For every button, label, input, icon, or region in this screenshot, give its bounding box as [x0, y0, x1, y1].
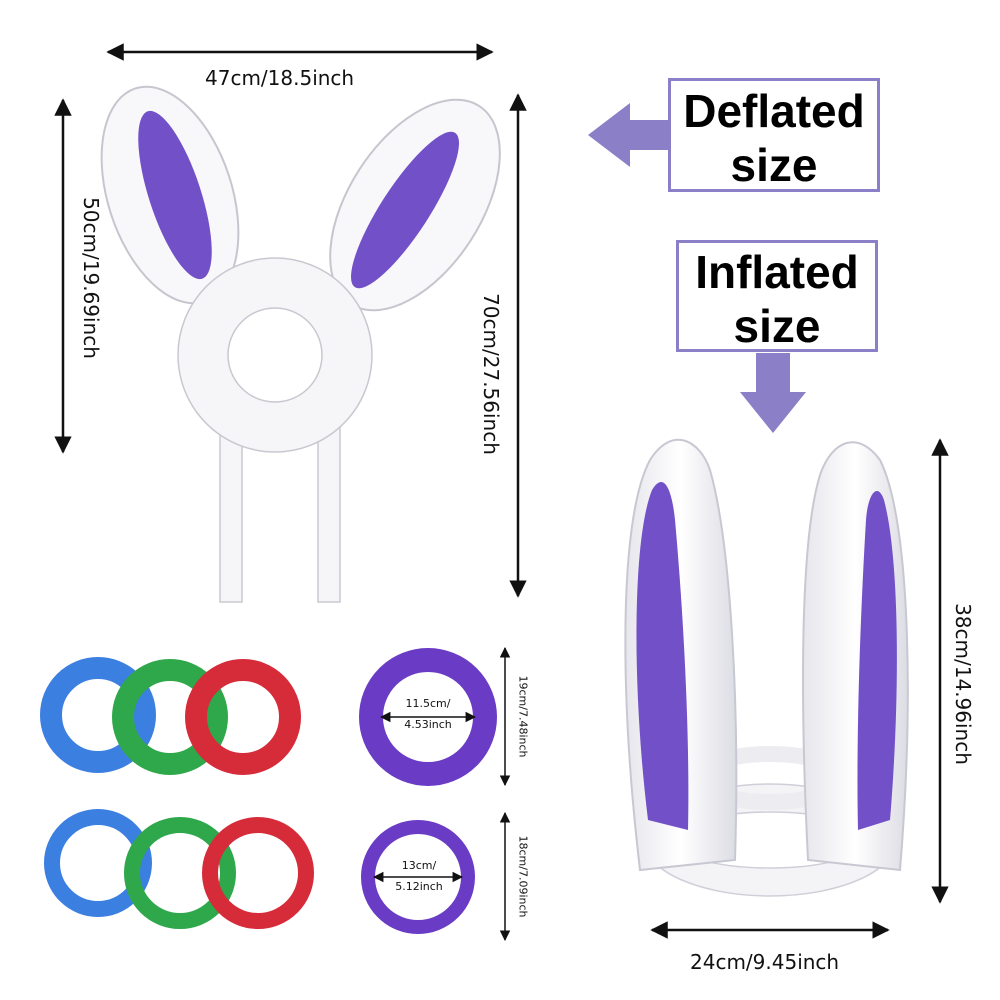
ring-purple-deflated	[359, 648, 497, 786]
inflated-rings	[44, 809, 475, 934]
deflated-ring	[178, 258, 372, 452]
deflated-ears-height-label: 50cm/19.69inch	[79, 197, 103, 359]
ring-deflated-inner-label: 11.5cm/ 4.53inch	[404, 697, 452, 731]
ring-inflated-inner-label: 13cm/ 5.12inch	[395, 859, 443, 893]
ribbon-right	[317, 419, 341, 603]
ribbon-left	[219, 419, 243, 603]
deflated-left-ear-inner	[138, 110, 212, 280]
inflated-width-label: 24cm/9.45inch	[690, 950, 840, 974]
inflated-size-box: Inflated size	[676, 240, 878, 352]
ring-red-deflated	[185, 659, 301, 775]
deflated-line2: size	[730, 139, 818, 191]
arrow-left-icon	[588, 103, 672, 167]
deflated-right-ear-inner	[351, 131, 459, 289]
ring-green-deflated	[112, 659, 228, 775]
inflated-bunny-ears	[624, 438, 909, 897]
inflated-left-ear-inner	[636, 481, 689, 830]
ring-red-inflated	[202, 817, 314, 929]
deflated-total-height-label: 70cm/27.56inch	[479, 293, 503, 455]
inflated-line1: Inflated	[695, 246, 859, 298]
deflated-size-box: Deflated size	[668, 78, 880, 192]
arrow-down-icon	[740, 353, 806, 433]
ring-deflated-outer-label: 19cm/7.48inch	[516, 675, 530, 758]
inflated-height-label: 38cm/14.96inch	[951, 603, 975, 765]
ring-inflated-outer-label: 18cm/7.09inch	[516, 835, 530, 918]
deflated-bunny-ears	[100, 85, 501, 603]
ring-blue-deflated	[40, 657, 156, 773]
ring-green-inflated	[124, 817, 236, 929]
deflated-line1: Deflated	[683, 85, 865, 137]
deflated-rings	[40, 648, 497, 786]
inflated-right-ear-inner	[857, 490, 897, 830]
ring-blue-inflated	[44, 809, 152, 917]
ring-purple-inflated	[361, 820, 475, 934]
deflated-width-label: 47cm/18.5inch	[205, 66, 355, 90]
inflated-line2: size	[733, 300, 821, 352]
